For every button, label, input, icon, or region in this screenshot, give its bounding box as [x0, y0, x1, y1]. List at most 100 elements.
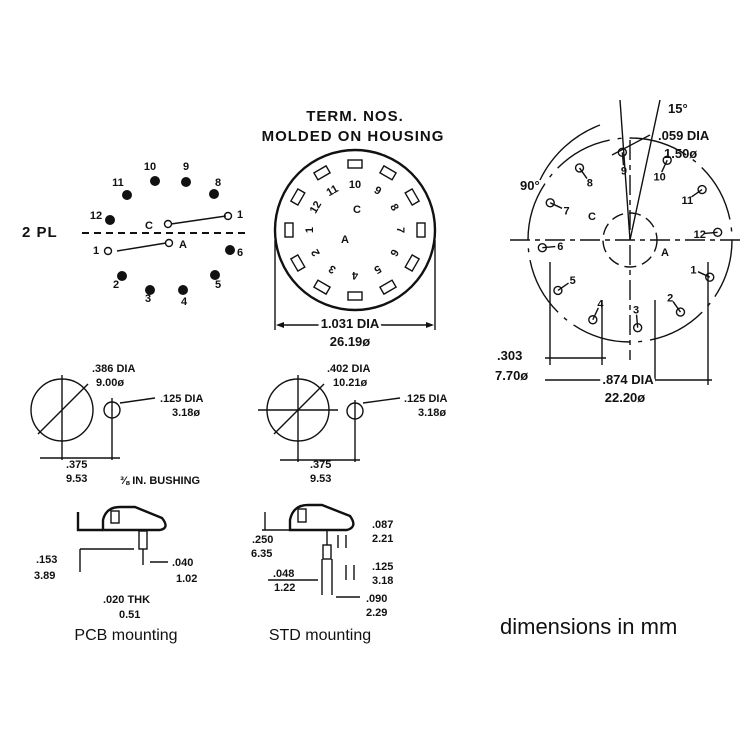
- schematic-terminal: 3: [145, 285, 155, 305]
- angle-ray-top: [619, 99, 631, 241]
- std-a-in: .087: [372, 519, 393, 531]
- hole-dia-mm: 1.50ø: [664, 146, 697, 161]
- pcb-thk-in: .020 THK: [103, 594, 150, 606]
- std-pin-mm: 3.18ø: [418, 407, 446, 419]
- pcb-thk-mm: 0.51: [119, 609, 140, 621]
- pattern-terminal: 10: [653, 155, 672, 184]
- pcb-panel: [76, 512, 103, 532]
- std-dia-leader: [273, 383, 325, 435]
- pattern-dia-in: .874 DIA: [602, 372, 654, 387]
- wiper-a-pivot: [164, 238, 174, 248]
- schematic-terminal: 9: [181, 161, 191, 187]
- pcb-space-in: .375: [66, 459, 87, 471]
- housing-terminal-label: 4: [351, 269, 358, 281]
- pattern-terminal-label: 1: [690, 265, 696, 277]
- angle-90-arc: [539, 124, 601, 181]
- schematic-terminal-label: 3: [145, 293, 151, 305]
- housing-terminal: 12: [289, 187, 324, 216]
- pcb-cutout: .386 DIA 9.00ø .125 DIA 3.18ø .375 9.53 …: [30, 363, 203, 487]
- housing-terminal-label: 11: [324, 183, 340, 199]
- schematic-terminal: 8: [209, 177, 221, 199]
- pcb-pin-mm: 3.18ø: [172, 407, 200, 419]
- schematic-pole-a: A: [179, 239, 187, 251]
- pattern-terminal-label: 2: [667, 292, 673, 304]
- pattern-terminal: 7: [545, 198, 570, 217]
- schematic-terminal-label: 11: [112, 177, 124, 189]
- pcb-bushing-note: ⅜ IN. BUSHING: [120, 475, 200, 487]
- housing-terminal-label: 10: [349, 179, 361, 191]
- pcb-dia-in: .386 DIA: [92, 363, 135, 375]
- pcb-dia-leader: [37, 383, 89, 435]
- pattern-terminal-label: 7: [563, 205, 569, 217]
- schematic-note: 2 PL: [22, 224, 58, 241]
- offset-mm: 7.70ø: [495, 368, 528, 383]
- std-cutout: .402 DIA 10.21ø .125 DIA 3.18ø .375 9.53: [258, 363, 447, 485]
- pattern-terminal: 8: [574, 163, 593, 190]
- housing-terminal: 10: [347, 159, 363, 191]
- std-label: STD mounting: [269, 627, 371, 644]
- pcb-dia-mm: 9.00ø: [96, 377, 124, 389]
- housing-caption-line2: MOLDED ON HOUSING: [262, 128, 445, 145]
- std-h-in: .250: [252, 534, 273, 546]
- housing-terminal-label: 7: [394, 227, 406, 233]
- pcb-label: PCB mounting: [74, 627, 177, 644]
- housing-terminal-label: 2: [309, 247, 322, 258]
- std-body-notch: [297, 508, 307, 523]
- std-a-mm: 2.21: [372, 533, 393, 545]
- schematic-terminal: 1: [93, 245, 113, 257]
- pattern-terminal: 3: [632, 305, 643, 333]
- pcb-space-mm: 9.53: [66, 473, 87, 485]
- schematic-terminal: 6: [225, 245, 243, 259]
- housing-pole-a: A: [341, 234, 349, 246]
- housing-terminal-label: 9: [372, 184, 383, 197]
- pattern-dia-mm: 22.20ø: [605, 390, 646, 405]
- schematic-pole-c: C: [145, 220, 153, 232]
- std-space-mm: 9.53: [310, 473, 331, 485]
- pattern-terminal: 12: [694, 227, 723, 241]
- wiper-a: [116, 242, 167, 252]
- schematic-terminal: 1: [223, 209, 243, 221]
- housing-pole-c: C: [353, 204, 361, 216]
- pattern-terminal-label: 12: [694, 229, 706, 241]
- housing-terminal: 8: [387, 187, 421, 213]
- angle-15-label: 15°: [668, 101, 688, 116]
- pattern-terminal: 11: [682, 184, 707, 207]
- pcb-pin-dim-in: .040: [172, 557, 193, 569]
- std-terminal-lug: [322, 544, 332, 560]
- units-note: dimensions in mm: [500, 614, 677, 639]
- pcb-pin-leader: [119, 397, 156, 404]
- std-pin-in: .125 DIA: [404, 393, 447, 405]
- pcb-body: [101, 505, 167, 532]
- std-c-in: .048: [273, 568, 294, 580]
- offset-in: .303: [497, 348, 522, 363]
- wiper-c-pivot: [163, 219, 173, 229]
- std-b-mm: 3.18: [372, 575, 393, 587]
- pattern-terminal-label: 3: [633, 305, 639, 317]
- pattern-terminal: 4: [588, 298, 604, 325]
- pattern-pole-c: C: [588, 211, 596, 223]
- std-pin-leader: [362, 397, 401, 404]
- pcb-h-mm: 3.89: [34, 570, 55, 582]
- hole-dia-in: .059 DIA: [658, 128, 710, 143]
- pattern-terminal-label: 8: [587, 178, 593, 190]
- pcb-side-view: .153 3.89 .040 1.02 .020 THK 0.51 PCB mo…: [34, 505, 197, 644]
- pattern-terminal-label: 5: [570, 275, 576, 287]
- schematic-terminal-label: 5: [215, 279, 221, 291]
- housing-terminal-label: 5: [372, 262, 383, 275]
- pattern-terminal: 6: [537, 241, 563, 253]
- pcb-h-in: .153: [36, 554, 57, 566]
- housing-caption-line1: TERM. NOS.: [306, 108, 404, 125]
- housing-terminal: 6: [387, 247, 421, 273]
- std-dia-in: .402 DIA: [327, 363, 370, 375]
- pcb-pin-dim-mm: 1.02: [176, 573, 197, 585]
- housing-terminal: 7: [394, 222, 426, 238]
- std-h-mm: 6.35: [251, 548, 272, 560]
- schematic-terminal: 11: [112, 177, 132, 200]
- std-body: [288, 503, 355, 532]
- housing-terminal-label: 6: [387, 247, 400, 258]
- hole-leader: [611, 134, 651, 156]
